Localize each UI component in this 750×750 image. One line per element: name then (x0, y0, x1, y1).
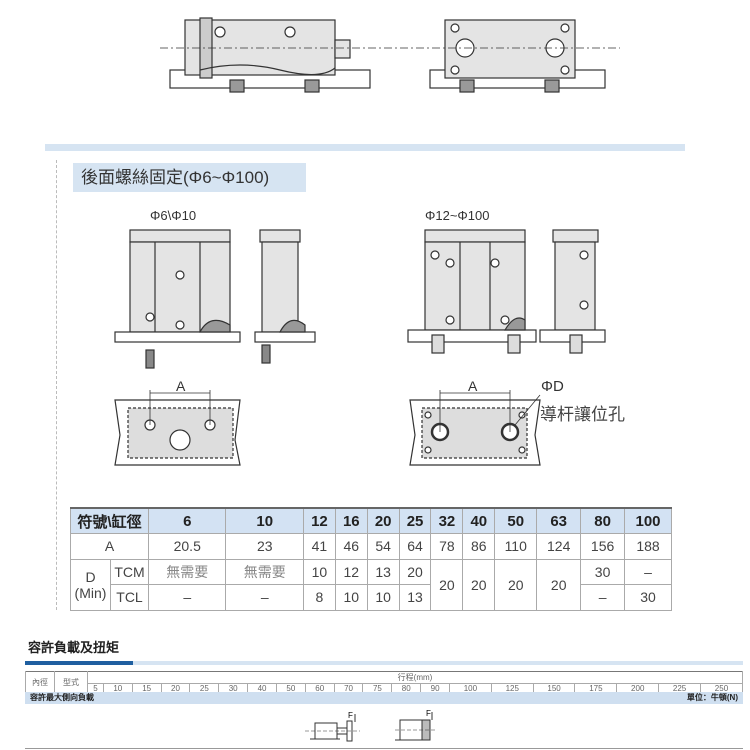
cell: 無需要 (225, 558, 304, 585)
cell: 46 (334, 533, 368, 560)
sub-label: TCL (110, 584, 149, 611)
bore-header: 40 (462, 507, 496, 534)
stroke-value: 40 (247, 683, 277, 694)
cell: 13 (366, 558, 400, 585)
cell: 20 (494, 558, 538, 611)
stroke-value: 50 (275, 683, 306, 694)
cell: 20 (430, 558, 464, 611)
title-underline-light (133, 661, 743, 665)
load-row: 容許最大側向負載 單位：牛頓(N) (25, 692, 743, 704)
cell: 8 (302, 584, 336, 611)
cell: 20 (462, 558, 496, 611)
header-label: 符號\缸徑 (70, 507, 149, 534)
bottom-divider (25, 748, 743, 749)
cell: 124 (536, 533, 582, 560)
cell: 86 (462, 533, 496, 560)
bore-header: 10 (225, 507, 304, 534)
col-bore: 內徑 (25, 671, 55, 694)
bore-header: 50 (494, 507, 538, 534)
cell: 64 (398, 533, 432, 560)
cell: 20 (536, 558, 582, 611)
cell: 23 (225, 533, 304, 560)
table-header-row: 符號\缸徑 6 10 12 16 20 25 32 40 50 63 80 10… (70, 507, 672, 534)
dim-d: ΦD (541, 378, 564, 395)
unit-label: 單位：牛頓(N) (686, 693, 738, 702)
bore-header: 80 (580, 507, 626, 534)
table-row-tcm: D(Min) TCM 無需要 無需要 10 12 13 20 20 20 20 … (70, 558, 672, 611)
row-label-d: D(Min) (70, 558, 111, 611)
force-diagrams: F F (305, 709, 435, 742)
stroke-value: 75 (362, 683, 393, 694)
title-underline (25, 661, 133, 665)
cell: 188 (624, 533, 672, 560)
bore-header: 32 (430, 507, 464, 534)
d-label: D (85, 568, 96, 585)
cell: – (225, 584, 304, 611)
cell: 30 (580, 558, 626, 585)
cell: – (624, 558, 672, 585)
d-sublabel: (Min) (74, 584, 107, 601)
cell: 10 (302, 558, 336, 585)
sub-label: TCM (110, 558, 149, 585)
force-label: F (426, 709, 431, 718)
spec-table: 符號\缸徑 6 10 12 16 20 25 32 40 50 63 80 10… (70, 507, 672, 611)
mounting-drawings (114, 229, 606, 466)
table-row-a: A 20.5 23 41 46 54 64 78 86 110 124 156 … (70, 533, 672, 560)
row-label: A (70, 533, 149, 560)
dim-a-large: A (468, 378, 478, 394)
bore-header: 63 (536, 507, 582, 534)
cell: 78 (430, 533, 464, 560)
cell: 無需要 (147, 558, 227, 585)
load-section-title: 容許負載及扭矩 (28, 640, 120, 655)
section-divider (45, 144, 685, 151)
cell: 10 (366, 584, 400, 611)
cell: 110 (494, 533, 538, 560)
cell: 10 (334, 584, 368, 611)
table-row-tcl: TCL – – 8 10 10 13 – 30 (71, 584, 672, 611)
label-large-bore: Φ12~Φ100 (425, 208, 490, 223)
section-title: 後面螺絲固定(Φ6~Φ100) (73, 163, 306, 192)
cell: 30 (624, 584, 672, 611)
bore-header: 20 (366, 507, 400, 534)
cell: – (580, 584, 626, 611)
stroke-value: 60 (304, 683, 335, 694)
cell: 54 (366, 533, 400, 560)
cell: 156 (580, 533, 626, 560)
load-row-label: 容許最大側向負載 (30, 693, 94, 702)
bore-header: 100 (624, 507, 672, 534)
cell: 13 (398, 584, 432, 611)
cell: – (147, 584, 227, 611)
dim-a-small: A (176, 378, 186, 394)
stroke-value: 80 (391, 683, 422, 694)
bore-header: 16 (334, 507, 368, 534)
cell: 20 (398, 558, 432, 585)
bore-header: 6 (147, 507, 227, 534)
force-label: F (348, 711, 353, 720)
bore-header: 12 (302, 507, 336, 534)
label-small-bore: Φ6\Φ10 (150, 208, 197, 223)
col-type: 型式 (54, 671, 88, 694)
bore-header: 25 (398, 507, 432, 534)
stroke-value: 70 (333, 683, 364, 694)
stroke-value: 250 (699, 683, 744, 694)
cell: 12 (334, 558, 368, 585)
stroke-header: 行程(mm) (87, 671, 743, 684)
top-cylinder-drawings (160, 17, 620, 93)
cell: 20.5 (147, 533, 227, 560)
guide-hole-note: 導杆讓位孔 (540, 405, 625, 424)
cell: 41 (302, 533, 336, 560)
dashed-guide (56, 160, 57, 610)
